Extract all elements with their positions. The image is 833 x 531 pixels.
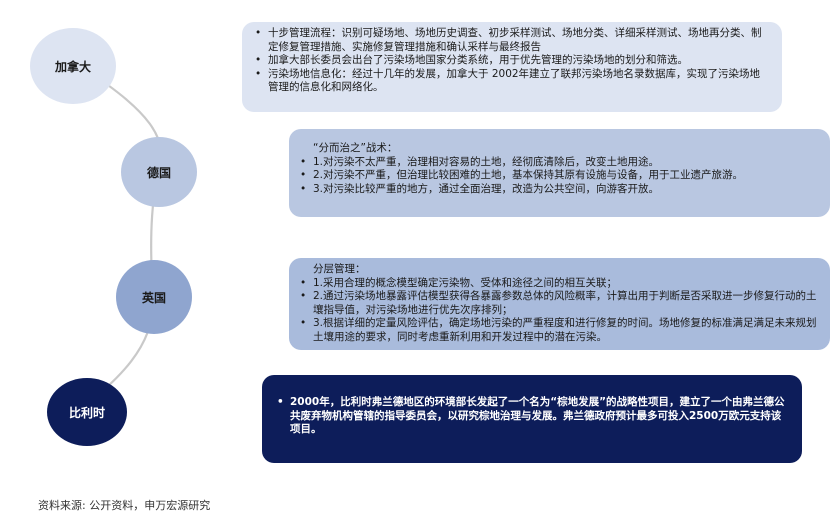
germany-heading: “分而治之”战术： — [313, 142, 398, 154]
belgium-bullet-list: •2000年，比利时弗兰德地区的环境部长发起了一个名为“棕地发展”的战略性项目，… — [274, 396, 790, 437]
canada-panel: •十步管理流程：识别可疑场地、场地历史调查、初步采样测试、场地分类、详细采样测试… — [242, 22, 782, 112]
list-item: •十步管理流程：识别可疑场地、场地历史调查、初步采样测试、场地分类、详细采样测试… — [255, 27, 762, 53]
belgium-panel: •2000年，比利时弗兰德地区的环境部长发起了一个名为“棕地发展”的战略性项目，… — [262, 375, 802, 463]
canada-bullet-list: •十步管理流程：识别可疑场地、场地历史调查、初步采样测试、场地分类、详细采样测试… — [252, 27, 768, 95]
canada-node: 加拿大 — [30, 28, 116, 104]
source-note: 资料来源: 公开资料，申万宏源研究 — [38, 499, 211, 512]
germany-label: 德国 — [146, 165, 171, 180]
list-item: •污染场地信息化：经过十几年的发展，加拿大于 2002年建立了联邦污染场地名录数… — [255, 67, 761, 94]
list-item: •3.根据详细的定量风险评估，确定场地污染的严重程度和进行修复的时间。场地修复的… — [300, 317, 817, 343]
list-item: •加拿大部长委员会出台了污染场地国家分类系统，用于优先管理的污染场地的划分和筛选… — [255, 54, 688, 67]
uk-heading: 分层管理： — [313, 263, 366, 275]
uk-item-list: •1.采用合理的概念模型确定污染物、受体和途径之间的相互关联； •2.通过污染场… — [297, 277, 818, 345]
connector-line — [77, 64, 163, 411]
uk-panel: 分层管理： •1.采用合理的概念模型确定污染物、受体和途径之间的相互关联； •2… — [289, 258, 830, 350]
uk-node: 英国 — [116, 260, 192, 334]
germany-node: 德国 — [121, 137, 197, 207]
uk-label: 英国 — [141, 290, 166, 305]
belgium-node: 比利时 — [47, 378, 127, 446]
list-item: •3.对污染比较严重的地方，通过全面治理，改造为公共空间，向游客开放。 — [300, 182, 660, 195]
list-item: •2000年，比利时弗兰德地区的环境部长发起了一个名为“棕地发展”的战略性项目，… — [277, 396, 785, 436]
list-item: •1.对污染不太严重，治理相对容易的土地，经彻底清除后，改变土地用途。 — [300, 155, 660, 168]
germany-panel: “分而治之”战术： •1.对污染不太严重，治理相对容易的土地，经彻底清除后，改变… — [289, 129, 830, 217]
list-item: •2.通过污染场地暴露评估模型获得各暴露参数总体的风险概率，计算出用于判断是否采… — [300, 290, 817, 316]
germany-item-list: •1.对污染不太严重，治理相对容易的土地，经彻底清除后，改变土地用途。 •2.对… — [297, 156, 818, 197]
list-item: •1.采用合理的概念模型确定污染物、受体和途径之间的相互关联； — [300, 276, 618, 289]
belgium-label: 比利时 — [68, 405, 105, 420]
canada-label: 加拿大 — [54, 59, 91, 74]
list-item: •2.对污染不严重，但治理比较困难的土地，基本保持其原有设施与设备，用于工业遗产… — [300, 169, 744, 182]
